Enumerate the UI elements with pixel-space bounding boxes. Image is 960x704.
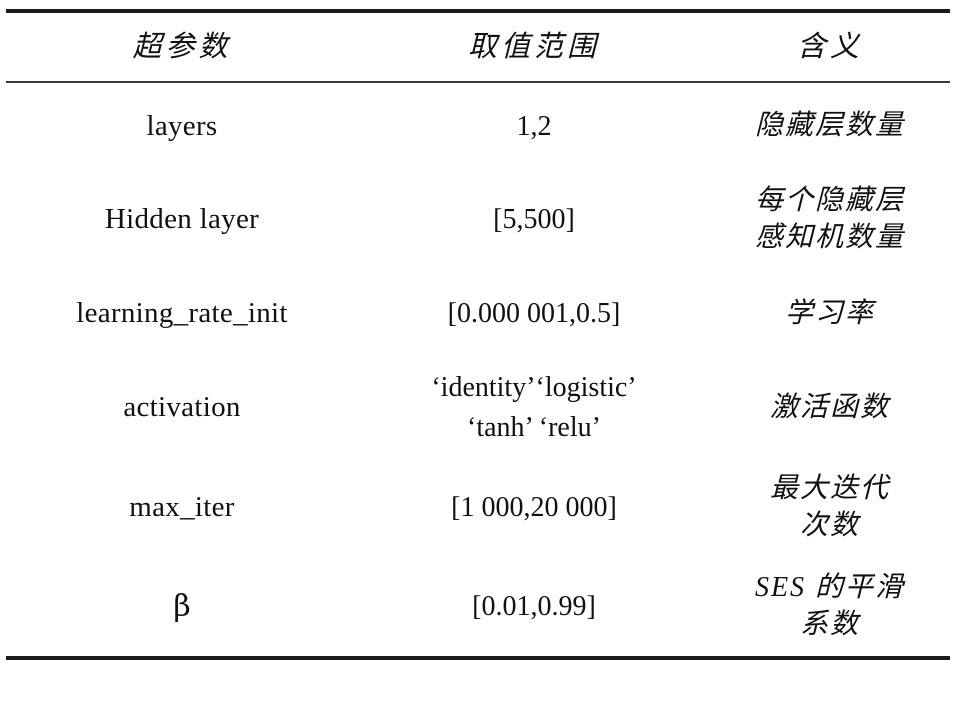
column-header-value-range-label: 取值范围 (467, 30, 600, 63)
cell-value-range: [0.01,0.99] (358, 558, 710, 660)
table-row: activation ‘identity’‘logistic’ ‘tanh’ ‘… (6, 358, 950, 458)
meaning-line: 隐藏层数量 (754, 110, 905, 142)
value-range: [0.000 001,0.5] (448, 295, 621, 333)
table-row: layers 1,2 隐藏层数量 (6, 82, 950, 170)
column-header-meaning: 含义 (710, 9, 950, 83)
value-range-line: [0.01,0.99] (472, 591, 596, 623)
hyperparameter-name: Hidden layer (104, 203, 260, 236)
hyperparameter-table: 超参数 取值范围 含义 layers 1,2 (6, 9, 950, 660)
cell-meaning: SES 的平滑 系数 (710, 558, 950, 660)
value-range: [5,500] (493, 201, 575, 239)
cell-meaning: 激活函数 (710, 358, 950, 458)
table-row: Hidden layer [5,500] 每个隐藏层 感知机数量 (6, 170, 950, 270)
meaning: 最大迭代 次数 (770, 471, 890, 545)
table-body: layers 1,2 隐藏层数量 Hidden layer (6, 82, 950, 660)
column-header-meaning-label: 含义 (796, 30, 863, 63)
meaning: 学习率 (785, 296, 875, 333)
value-range-line: 1,2 (516, 110, 552, 142)
value-range: 1,2 (517, 108, 552, 146)
meaning-line: 最大迭代 (769, 473, 890, 505)
cell-value-range: [5,500] (358, 170, 710, 270)
value-range: [0.01,0.99] (472, 588, 596, 626)
value-range-line: [1 000,20 000] (451, 492, 617, 524)
cell-hyperparameter: learning_rate_init (6, 270, 358, 358)
table-row: max_iter [1 000,20 000] 最大迭代 次数 (6, 458, 950, 558)
cell-value-range: 1,2 (358, 82, 710, 170)
hyperparameter-name: learning_rate_init (76, 297, 288, 330)
cell-hyperparameter: β (6, 558, 358, 660)
cell-hyperparameter: Hidden layer (6, 170, 358, 270)
cell-value-range: ‘identity’‘logistic’ ‘tanh’ ‘relu’ (358, 358, 710, 458)
cell-meaning: 每个隐藏层 感知机数量 (710, 170, 950, 270)
value-range-line: ‘tanh’ ‘relu’ (467, 412, 601, 443)
value-range-line: [0.000 001,0.5] (447, 298, 621, 330)
cell-meaning: 最大迭代 次数 (710, 458, 950, 558)
hyperparameter-name: layers (146, 109, 218, 142)
cell-meaning: 隐藏层数量 (710, 82, 950, 170)
column-header-hyperparameter-label: 超参数 (132, 30, 232, 63)
column-header-hyperparameter: 超参数 (6, 9, 358, 83)
value-range: ‘identity’‘logistic’ ‘tanh’ ‘relu’ (431, 369, 636, 447)
meaning: SES 的平滑 系数 (755, 570, 905, 644)
header-row: 超参数 取值范围 含义 (6, 9, 950, 83)
cell-value-range: [0.000 001,0.5] (358, 270, 710, 358)
meaning-line: SES 的平滑 (754, 572, 906, 604)
value-range-line: [5,500] (493, 204, 575, 236)
column-header-value-range: 取值范围 (358, 9, 710, 83)
meaning-line: 每个隐藏层 (754, 185, 905, 217)
cell-hyperparameter: activation (6, 358, 358, 458)
meaning: 隐藏层数量 (755, 108, 905, 145)
cell-hyperparameter: max_iter (6, 458, 358, 558)
meaning-line: 系数 (799, 609, 860, 640)
cell-meaning: 学习率 (710, 270, 950, 358)
cell-value-range: [1 000,20 000] (358, 458, 710, 558)
cell-hyperparameter: layers (6, 82, 358, 170)
meaning-line: 感知机数量 (754, 222, 905, 253)
meaning-line: 学习率 (784, 297, 875, 329)
value-range-line: ‘identity’‘logistic’ (431, 372, 637, 404)
value-range: [1 000,20 000] (451, 489, 617, 527)
table-row: β [0.01,0.99] SES 的平滑 系数 (6, 558, 950, 660)
table-header: 超参数 取值范围 含义 (6, 9, 950, 83)
meaning: 激活函数 (770, 390, 890, 427)
meaning-line: 次数 (799, 510, 860, 541)
meaning-line: 激活函数 (769, 391, 890, 423)
meaning: 每个隐藏层 感知机数量 (755, 183, 905, 257)
hyperparameter-name: max_iter (129, 491, 235, 524)
hyperparameter-name: activation (123, 391, 241, 424)
table-row: learning_rate_init [0.000 001,0.5] 学习率 (6, 270, 950, 358)
hyperparameter-name: β (173, 588, 191, 624)
